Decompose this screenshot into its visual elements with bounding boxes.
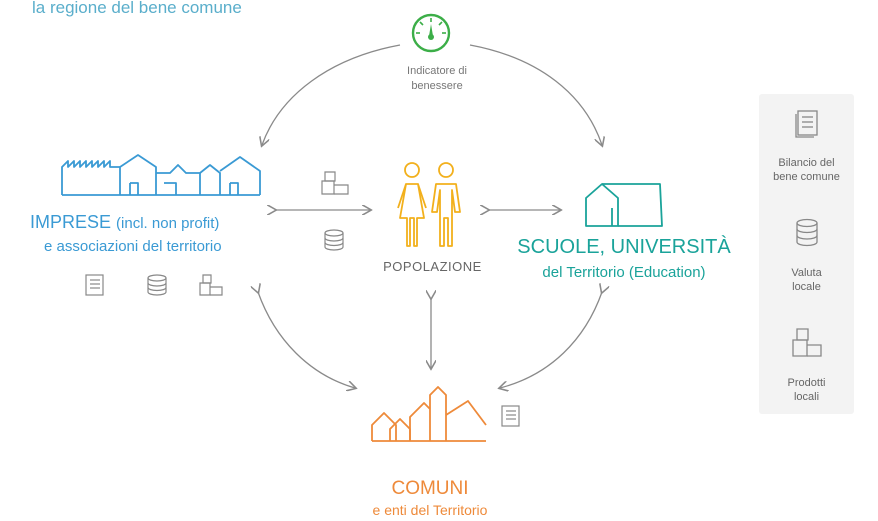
comuni-title: COMUNI — [391, 478, 469, 499]
document-icon — [795, 110, 818, 138]
arrow-indicator-to-scuole — [469, 44, 602, 145]
indicator-label: Indicatore di benessere — [407, 65, 467, 92]
scuole-subtitle: del Territorio (Education) — [542, 264, 706, 281]
boxes-icon — [199, 274, 223, 296]
arrow-imprese-comuni — [258, 292, 355, 388]
legend-item-valuta: Valuta locale — [791, 267, 822, 293]
coin-stack-icon — [147, 274, 167, 296]
page-title: la regione del bene comune — [32, 0, 242, 17]
coin-stack-icon — [324, 229, 344, 251]
document-icon — [85, 274, 104, 296]
legend-item-prodotti: Prodotti locali — [787, 377, 826, 403]
imprese-title: IMPRESE (incl. non profit) — [30, 212, 220, 232]
imprese-subtitle: e associazioni del territorio — [44, 238, 222, 255]
document-icon — [501, 405, 520, 427]
boxes-icon — [792, 328, 822, 357]
gauge-icon — [411, 13, 451, 53]
coin-stack-icon — [796, 218, 818, 247]
popolazione-label: POPOLAZIONE — [383, 259, 482, 274]
arrow-scuole-comuni — [500, 292, 602, 388]
legend-item-bilancio: Bilancio del bene comune — [773, 157, 840, 183]
people-icon — [397, 162, 461, 247]
factory-buildings-icon — [61, 154, 261, 196]
town-buildings-icon — [371, 386, 487, 442]
scuole-title: SCUOLE, UNIVERSITÀ — [517, 236, 731, 258]
legend-panel: Bilancio del bene comune Valuta locale P… — [759, 94, 854, 414]
school-building-icon — [585, 183, 663, 227]
arrow-indicator-to-imprese — [262, 44, 401, 145]
comuni-subtitle: e enti del Territorio — [372, 502, 488, 518]
boxes-icon — [321, 171, 349, 195]
